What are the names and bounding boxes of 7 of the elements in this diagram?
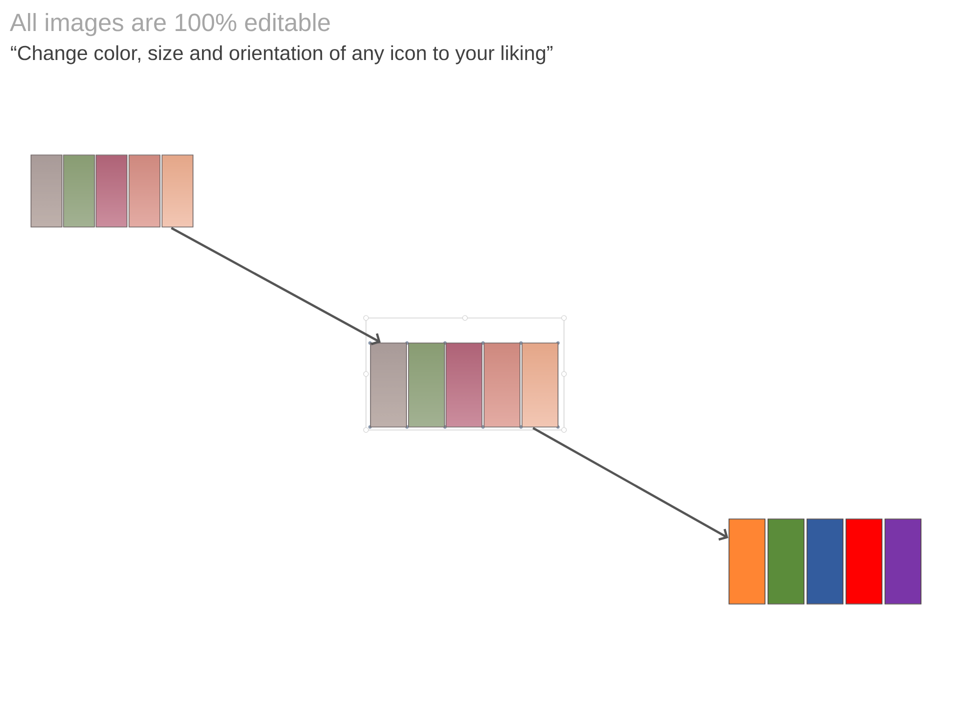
- color-bars: [728, 518, 922, 604]
- subtitle: “Change color, size and orientation of any icon to your liking”: [11, 45, 552, 64]
- color-bars: [370, 342, 558, 428]
- title: All images are 100% editable: [10, 13, 330, 36]
- arrow: [532, 427, 728, 541]
- color-bars: [30, 154, 194, 228]
- arrow: [170, 226, 381, 346]
